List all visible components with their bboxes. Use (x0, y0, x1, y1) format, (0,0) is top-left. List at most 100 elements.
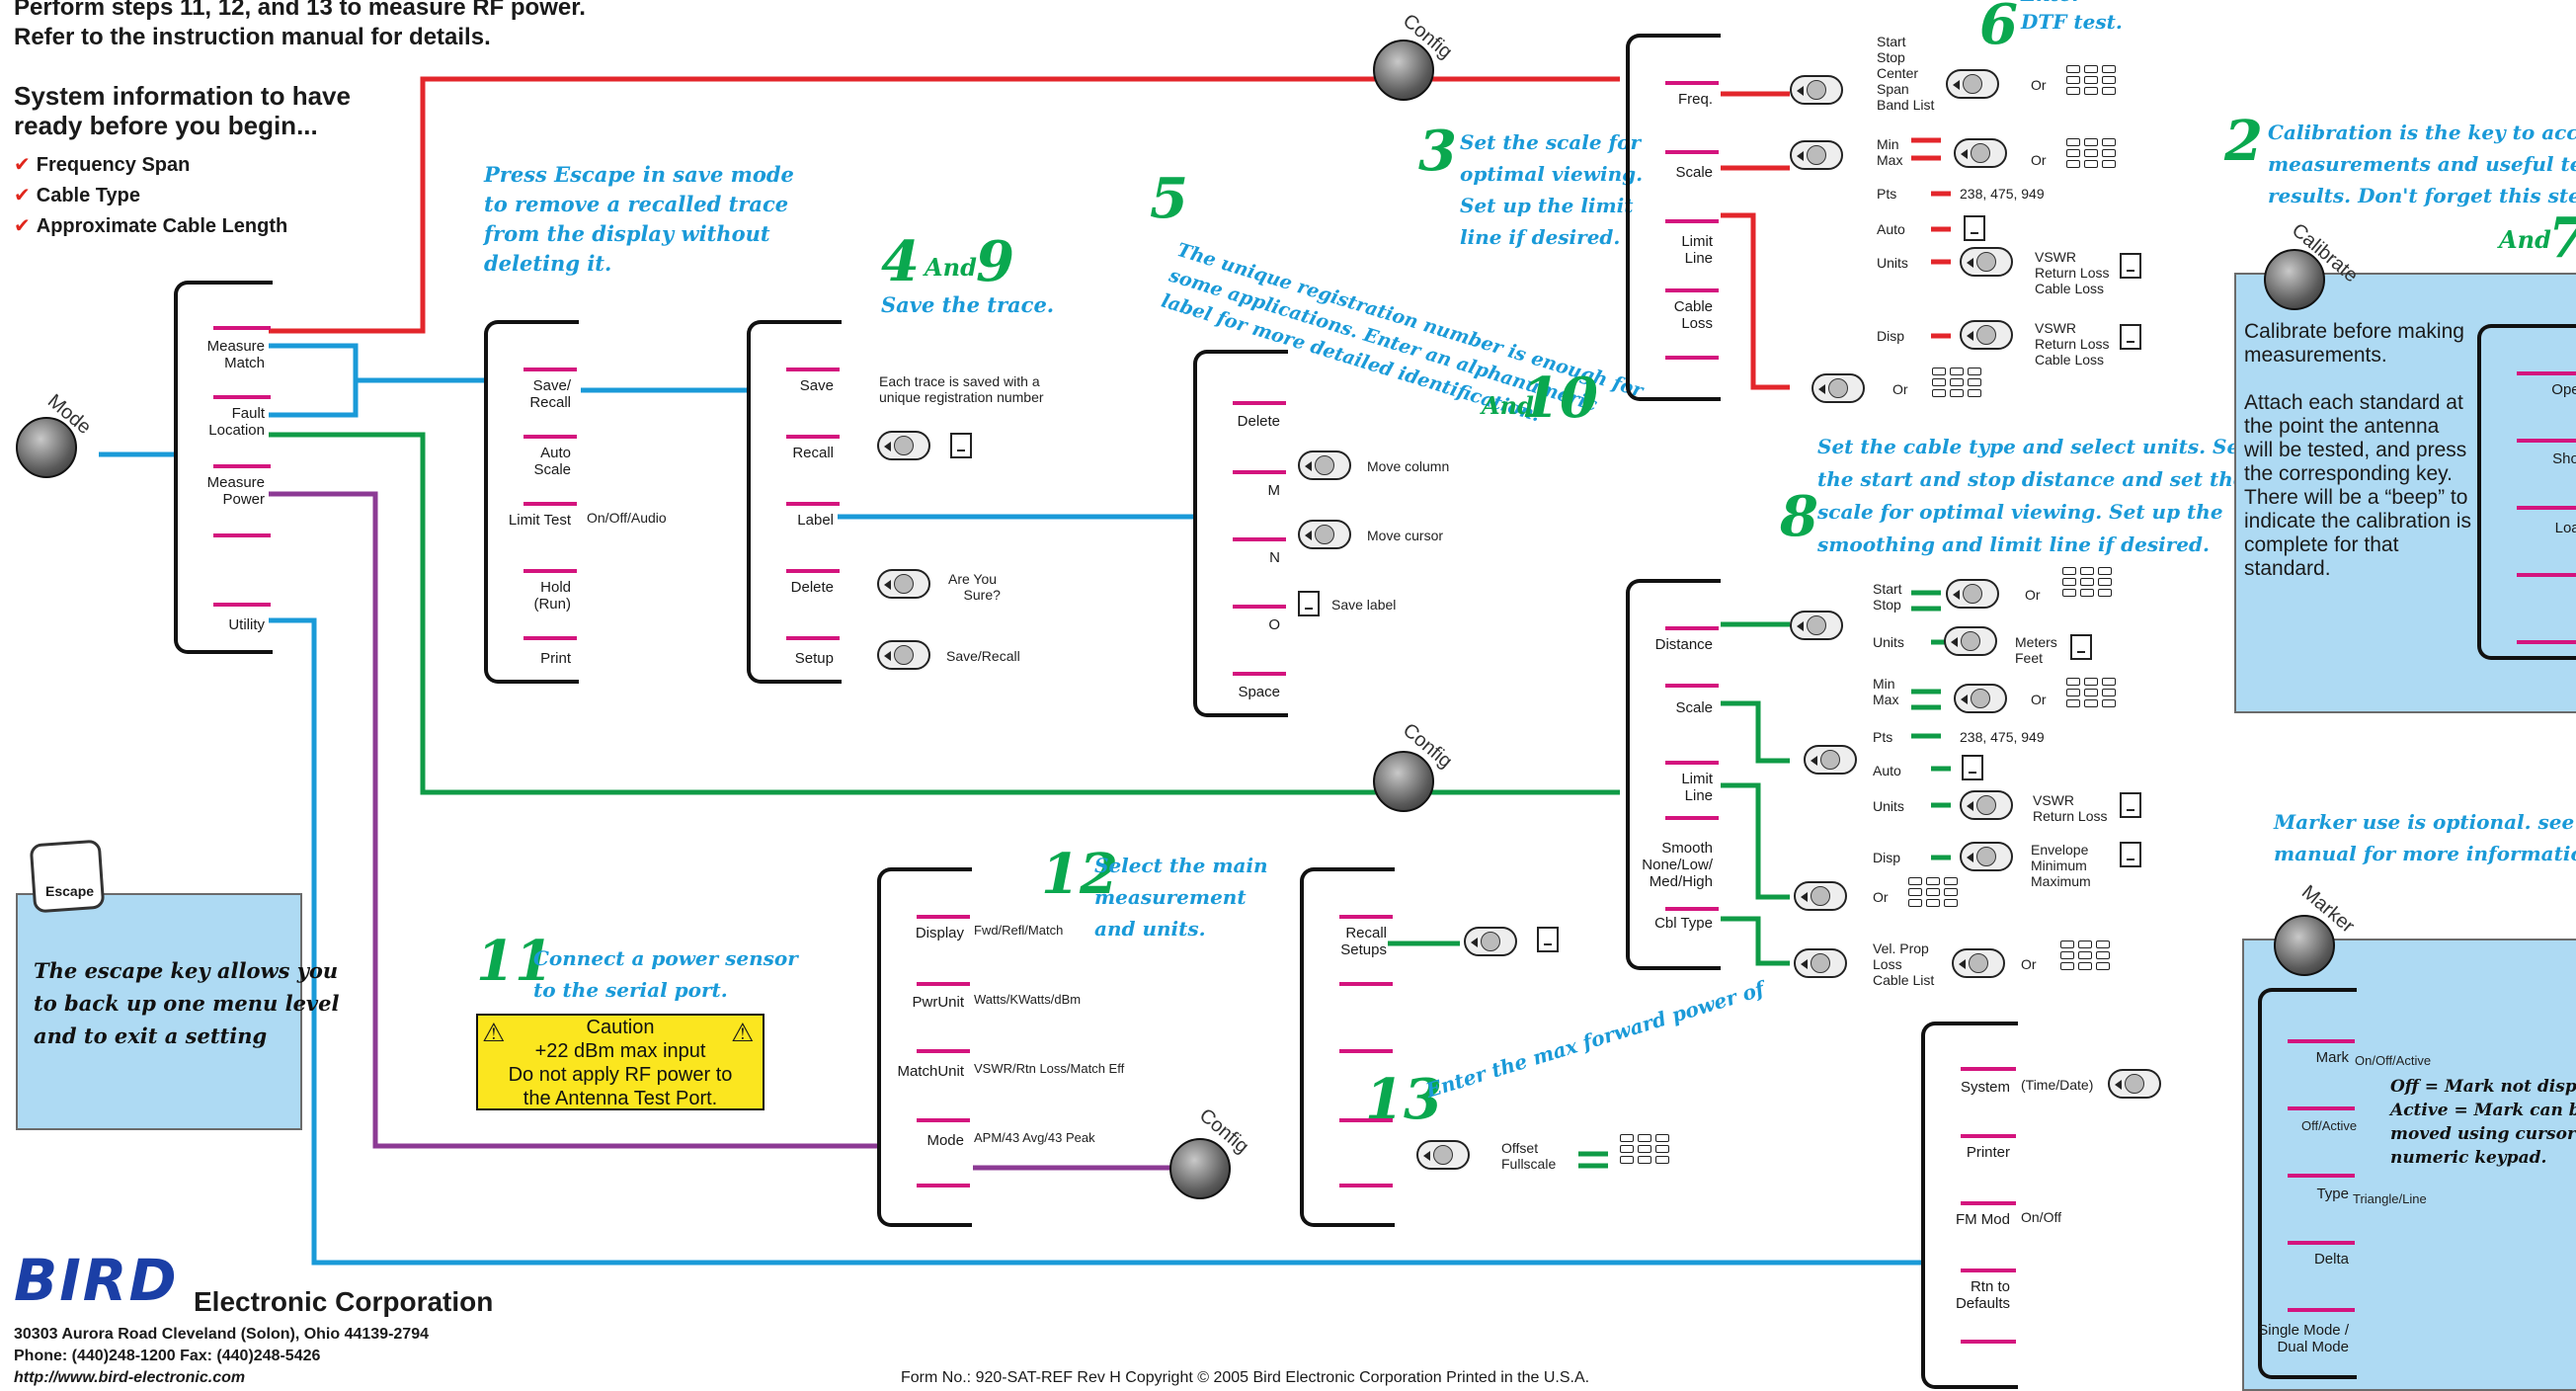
menu-item-save-recall[interactable]: Save/ Recall (529, 377, 571, 411)
menu-item-dtf-scale[interactable]: Scale (1675, 699, 1713, 716)
menu-item-delete[interactable]: Delete (790, 579, 834, 596)
or-text: Or (2025, 587, 2041, 603)
envelope-text: Envelope Minimum Maximum (2031, 842, 2091, 889)
menu-item-recall-setups[interactable]: Recall Setups (1340, 925, 1387, 958)
step-7-number: 7 (2548, 205, 2576, 271)
cursor-keys-icon (1811, 373, 1865, 403)
freq-options: Start Stop Center Span Band List (1877, 34, 1935, 113)
menu-item-cbl-type[interactable]: Cbl Type (1654, 915, 1713, 932)
menu-item-utility[interactable]: Utility (228, 616, 265, 633)
softkey-icon (1298, 591, 1320, 616)
menu-item-type[interactable]: Type (2316, 1186, 2349, 1202)
or-text: Or (2021, 956, 2037, 972)
menu-item-single-dual-mode[interactable]: Single Mode / Dual Mode (2258, 1322, 2349, 1355)
menu-item-measure-match[interactable]: Measure Match (206, 338, 265, 371)
menu-item-mode[interactable]: Mode (926, 1132, 964, 1149)
menu-item-rtn-defaults[interactable]: Rtn to Defaults (1955, 1278, 2010, 1312)
or-text: Or (2031, 692, 2047, 707)
pwrunit-options: Watts/KWatts/dBm (974, 992, 1082, 1007)
menu-item-open[interactable]: Open (2551, 381, 2576, 398)
units-label: Units (1873, 634, 1904, 650)
disp-label: Disp (1877, 328, 1905, 344)
config-knob-dtf[interactable] (1373, 751, 1434, 812)
cursor-keys-icon (1952, 948, 2005, 978)
menu-item-limit-test[interactable]: Limit Test (508, 512, 571, 529)
menu-item-mark[interactable]: Mark (2315, 1049, 2349, 1066)
matchunit-options: VSWR/Rtn Loss/Match Eff (974, 1061, 1125, 1076)
menu-item-smooth[interactable]: Smooth None/Low/ Med/High (1642, 840, 1713, 890)
menu-item-label-delete[interactable]: Delete (1237, 413, 1280, 430)
main-menu: Measure Match Fault Location Measure Pow… (174, 281, 273, 654)
marker-knob[interactable] (2274, 915, 2335, 976)
menu-item-pwrunit[interactable]: PwrUnit (912, 994, 964, 1011)
cursor-keys-icon (1790, 611, 1843, 640)
softkey-icon (2120, 842, 2141, 867)
company-address: 30303 Aurora Road Cleveland (Solon), Ohi… (14, 1326, 429, 1343)
menu-item-system[interactable]: System (1960, 1079, 2010, 1096)
menu-item-freq[interactable]: Freq. (1677, 91, 1713, 108)
menu-item-label-space[interactable]: Space (1238, 684, 1280, 700)
keypad-icon (2060, 941, 2118, 992)
warning-icon: ⚠ (482, 1018, 506, 1047)
config-knob-power[interactable] (1169, 1138, 1231, 1199)
mode-knob[interactable] (16, 417, 77, 478)
menu-item-display[interactable]: Display (915, 925, 964, 941)
softkey-icon (2120, 792, 2141, 818)
keypad-icon (2066, 678, 2124, 729)
sysinfo-list: ✔Frequency Span ✔Cable Type ✔Approximate… (14, 150, 287, 242)
marker-panel (2242, 939, 2576, 1391)
escape-panel (16, 893, 302, 1130)
menu-item-fault-location[interactable]: Fault Location (208, 405, 265, 439)
step-9-number: 9 (976, 229, 1014, 294)
keypad-icon (1620, 1134, 1677, 1186)
cursor-keys-icon (1298, 450, 1351, 480)
min-max-text: Min Max (1877, 136, 1903, 168)
menu-item-cable-loss[interactable]: Cable Loss (1673, 298, 1713, 332)
menu-item-auto-scale[interactable]: Auto Scale (533, 445, 571, 478)
menu-item-short[interactable]: Short (2552, 450, 2576, 467)
pts-values: 238, 475, 949 (1960, 729, 2045, 745)
menu-item-label-m[interactable]: M (1267, 482, 1281, 499)
menu-item-label-o[interactable]: O (1268, 616, 1280, 633)
menu-item-delta[interactable]: Delta (2313, 1251, 2349, 1268)
menu-item-recall[interactable]: Recall (792, 445, 834, 461)
menu-item-limit-line[interactable]: Limit Line (1681, 233, 1713, 267)
menu-item-printer[interactable]: Printer (1966, 1144, 2010, 1161)
are-you-sure-text: Are You Sure? (948, 571, 1001, 603)
menu-item-label-n[interactable]: N (1269, 549, 1280, 566)
keypad-icon (2066, 138, 2124, 190)
menu-item-matchunit[interactable]: MatchUnit (897, 1063, 964, 1080)
company-website[interactable]: http://www.bird-electronic.com (14, 1369, 246, 1386)
menu-item-scale[interactable]: Scale (1675, 164, 1713, 181)
escape-key-label: Escape (45, 883, 95, 899)
save-label-text: Save label (1331, 597, 1397, 613)
or-text: Or (1892, 381, 1908, 397)
calibration-menu: Open Short Load (2477, 324, 2576, 660)
menu-item-print[interactable]: Print (540, 650, 571, 667)
menu-item-label[interactable]: Label (797, 512, 834, 529)
offset-fullscale-text: Offset Fullscale (1501, 1140, 1557, 1172)
mark-options: On/Off/Active (2355, 1053, 2432, 1068)
units-label: Units (1873, 798, 1904, 814)
menu-item-dtf-limit-line[interactable]: Limit Line (1681, 771, 1713, 804)
min-max-text: Min Max (1873, 676, 1899, 707)
calibrate-knob[interactable] (2264, 249, 2325, 310)
marker-note: Marker use is optional. see the manual f… (2274, 810, 2576, 865)
menu-item-fm-mod[interactable]: FM Mod (1955, 1211, 2010, 1228)
save-recall-menu: Save/ Recall Auto Scale Limit Test Hold … (484, 320, 579, 684)
menu-item-setup[interactable]: Setup (794, 650, 834, 667)
menu-item-measure-power[interactable]: Measure Power (206, 474, 265, 508)
menu-item-distance[interactable]: Distance (1654, 636, 1713, 653)
config-knob-freq[interactable] (1373, 40, 1434, 101)
header-line-1: Perform steps 11, 12, and 13 to measure … (14, 0, 586, 21)
menu-item-load[interactable]: Load (2554, 520, 2576, 536)
menu-item-hold-run[interactable]: Hold (Run) (533, 579, 571, 613)
save-menu: Save Recall Label Delete Setup (747, 320, 842, 684)
fm-mod-options: On/Off (2021, 1209, 2061, 1225)
caution-line-3: the Antenna Test Port. (523, 1088, 718, 1109)
step-11-text: Connect a power sensor to the serial por… (533, 946, 798, 1002)
keypad-icon (1908, 877, 1966, 929)
units-label: Units (1877, 255, 1908, 271)
menu-item-save[interactable]: Save (799, 377, 834, 394)
